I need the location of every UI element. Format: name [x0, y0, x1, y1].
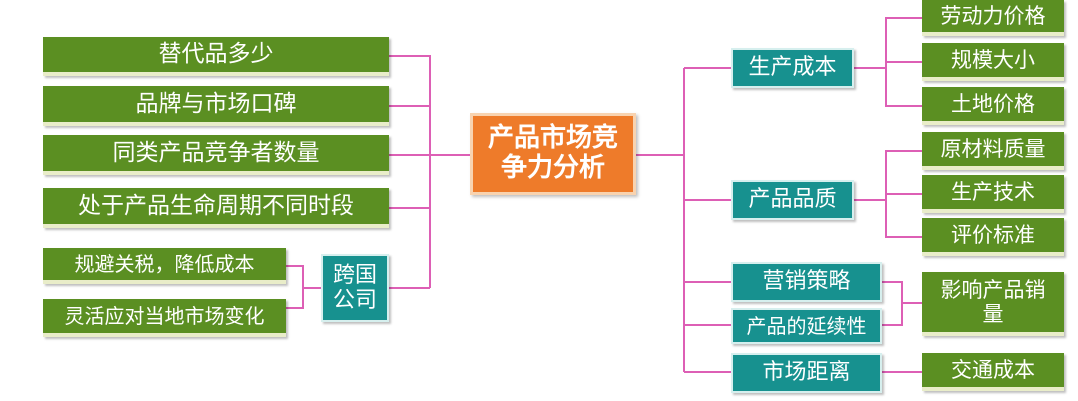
node-product-quality[interactable]: 产品品质: [731, 180, 854, 220]
mn-item-avoid-tariffs[interactable]: 规避关税，降低成本: [43, 248, 286, 284]
factor-brand-reputation[interactable]: 品牌与市场口碑: [43, 86, 389, 126]
node-production-cost[interactable]: 生产成本: [731, 48, 854, 88]
connector-outcome: [882, 281, 922, 326]
connector-factor-1: [389, 55, 431, 288]
distance-item-transport-cost[interactable]: 交通成本: [922, 353, 1064, 391]
node-product-continuity[interactable]: 产品的延续性: [731, 308, 882, 344]
central-topic[interactable]: 产品市场竞争力分析: [470, 113, 636, 195]
quality-item-standards[interactable]: 评价标准: [922, 218, 1064, 256]
connector-mn-item-1: [286, 265, 304, 309]
connector-quality-fan: [854, 150, 922, 238]
cost-item-land-price[interactable]: 土地价格: [922, 87, 1064, 125]
cost-item-scale[interactable]: 规模大小: [922, 43, 1064, 81]
quality-item-technology[interactable]: 生产技术: [922, 175, 1064, 213]
node-market-distance[interactable]: 市场距离: [731, 353, 882, 393]
node-multinational[interactable]: 跨国公司: [321, 254, 389, 322]
connector-cost-fan: [854, 17, 922, 107]
quality-item-materials[interactable]: 原材料质量: [922, 132, 1064, 170]
factor-substitutes[interactable]: 替代品多少: [43, 37, 389, 76]
cost-item-labor-price[interactable]: 劳动力价格: [922, 0, 1064, 36]
outcome-product-sales[interactable]: 影响产品销量: [922, 272, 1064, 336]
factor-competitor-count[interactable]: 同类产品竞争者数量: [43, 135, 389, 175]
mn-item-adapt-market[interactable]: 灵活应对当地市场变化: [43, 299, 286, 337]
node-marketing-strategy[interactable]: 营销策略: [731, 262, 882, 302]
factor-lifecycle-stage[interactable]: 处于产品生命周期不同时段: [43, 188, 389, 228]
